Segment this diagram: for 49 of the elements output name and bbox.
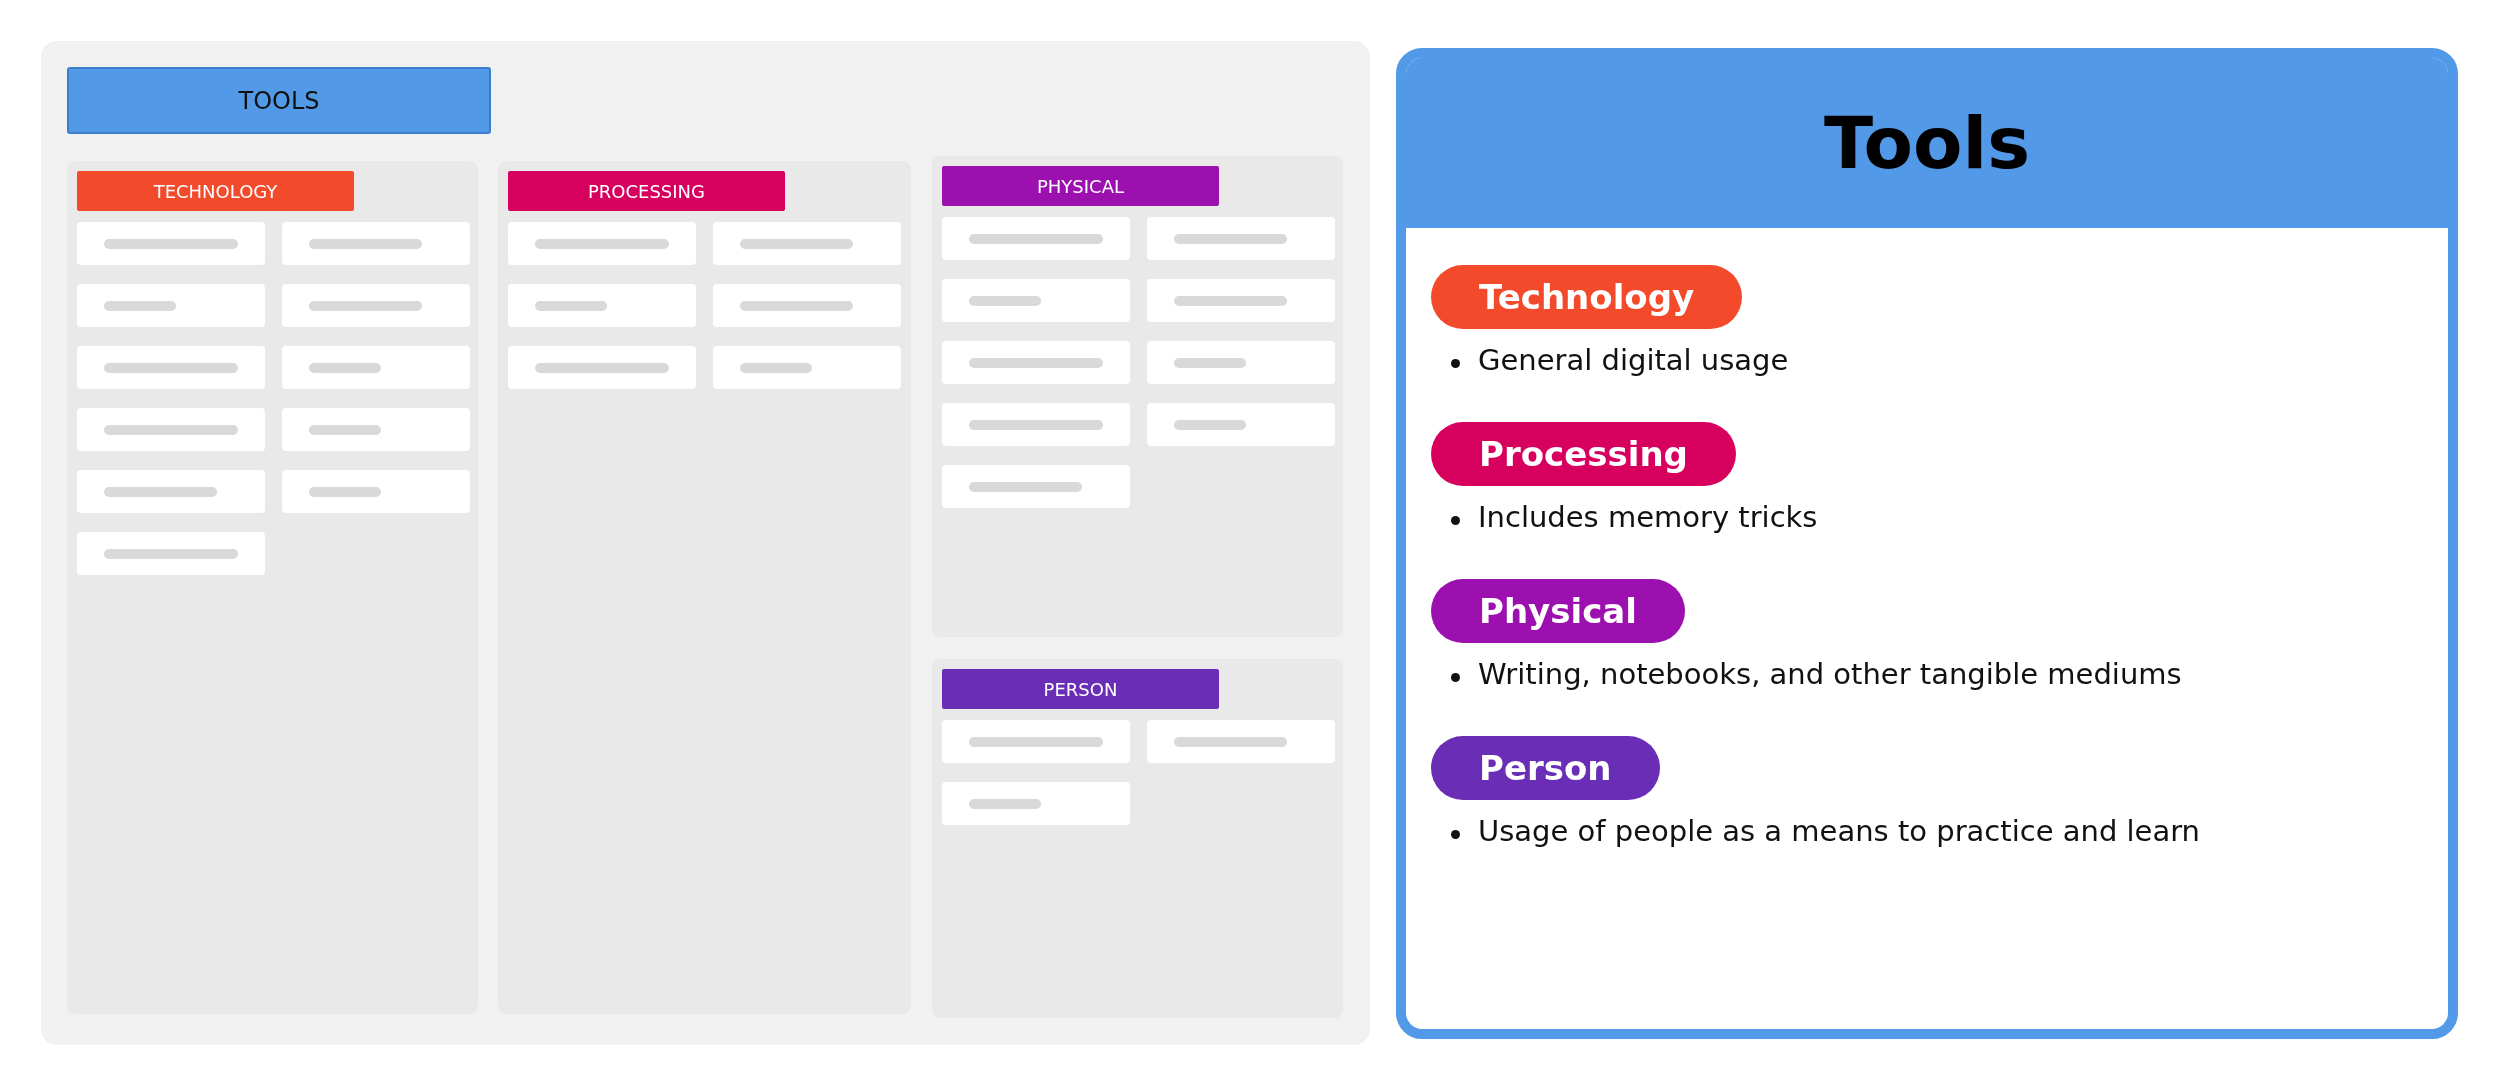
board-panel: [41, 41, 1370, 1045]
category-pill: Technology: [1431, 265, 1743, 329]
placeholder-card: [508, 284, 696, 327]
placeholder-card: [942, 341, 1130, 384]
placeholder-card: [77, 222, 265, 265]
column-header: PHYSICAL: [942, 166, 1219, 206]
placeholder-card: [1147, 279, 1335, 322]
placeholder-card: [77, 470, 265, 513]
placeholder-card: [282, 222, 470, 265]
column-header: PERSON: [942, 669, 1219, 709]
placeholder-card: [508, 222, 696, 265]
placeholder-card: [1147, 403, 1335, 446]
placeholder-card: [77, 346, 265, 389]
placeholder-card: [77, 532, 265, 575]
placeholder-card: [1147, 341, 1335, 384]
column-panel: [67, 161, 478, 1014]
placeholder-card: [282, 408, 470, 451]
placeholder-card: [282, 470, 470, 513]
category-pill: Person: [1431, 736, 1660, 800]
placeholder-card: [942, 720, 1130, 763]
placeholder-card: [508, 346, 696, 389]
placeholder-card: [942, 403, 1130, 446]
placeholder-card: [282, 284, 470, 327]
placeholder-card: [713, 284, 901, 327]
column-panel: [932, 659, 1343, 1018]
placeholder-card: [1147, 720, 1335, 763]
category-pill: Processing: [1431, 422, 1736, 486]
placeholder-card: [282, 346, 470, 389]
bullet-text: Includes memory tricks: [1478, 500, 1818, 534]
placeholder-card: [942, 217, 1130, 260]
panel-title: Tools: [1406, 58, 2448, 228]
column-panel: [498, 161, 911, 1014]
placeholder-card: [713, 222, 901, 265]
placeholder-card: [942, 782, 1130, 825]
placeholder-card: [942, 279, 1130, 322]
column-header: TECHNOLOGY: [77, 171, 354, 211]
column-panel: [932, 156, 1343, 637]
placeholder-card: [942, 465, 1130, 508]
bullet-text: Writing, notebooks, and other tangible mediums: [1478, 657, 2182, 691]
placeholder-card: [713, 346, 901, 389]
category-pill: Physical: [1431, 579, 1685, 643]
placeholder-card: [77, 408, 265, 451]
board-title: TOOLS: [67, 67, 491, 134]
column-header: PROCESSING: [508, 171, 785, 211]
placeholder-card: [1147, 217, 1335, 260]
info-panel: [1396, 48, 2458, 1039]
bullet-text: General digital usage: [1478, 343, 1789, 377]
bullet-text: Usage of people as a means to practice and learn: [1478, 814, 2200, 848]
placeholder-card: [77, 284, 265, 327]
